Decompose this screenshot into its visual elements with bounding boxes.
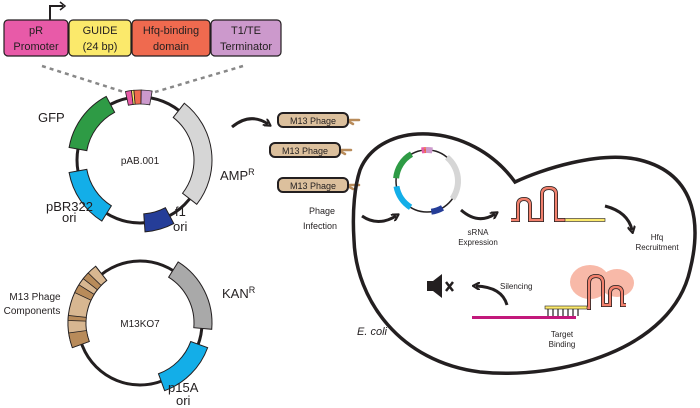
srna-label-1: sRNA [468,228,490,237]
segment-hfq-binding: Hfq-binding domain [131,19,211,57]
segment-terminator-line2: Terminator [220,41,272,53]
hfq-label-1: Hfq [651,233,663,242]
segment-promoter-line2: Promoter [13,41,59,53]
gfp-gene [68,95,116,152]
segment-terminator: T1/TE Terminator [210,19,282,57]
mini-plasmid [393,146,461,215]
hfq-complex [472,265,634,319]
segment-hfq-line1: Hfq-binding [143,25,199,37]
ecoli-label: E. coli [357,326,388,338]
phage-label: M13 Phage [290,116,336,126]
segment-guide-line1: GUIDE [83,25,118,37]
zoom-line-left [41,64,125,94]
ecoli-cell-outline [351,132,697,375]
phage-body [277,112,349,128]
f1-ori [143,207,175,233]
f1-label: f1 [175,204,186,219]
target-label-2: Binding [549,340,576,349]
plasmid2-name: M13KO7 [120,319,160,330]
gfp-label: GFP [38,110,65,125]
phage-label: M13 Phage [282,146,328,156]
m13-component-bands [67,272,102,349]
p15a-label: p15A [168,380,199,395]
segment-promoter: pR Promoter [3,19,69,57]
hfq-label-2: Recruitment [635,243,679,252]
amp-label: AMPR [220,167,255,183]
m13-label: M13 Phage [9,292,61,303]
segment-guide-line2: (24 bp) [83,41,118,53]
m13-band [74,284,95,301]
phage-body [269,142,341,158]
packaging-arrow-icon [231,117,268,129]
srna-label-2: Expression [458,238,498,247]
target-label-1: Target [551,330,574,339]
segment-promoter-line1: pR [29,25,43,37]
silencing-label: Silencing [500,282,532,291]
pbr322-label: pBR322 [46,199,93,214]
m13-phage: M13 Phage [277,112,361,128]
m13-band [68,330,90,349]
phage-infection-label-1: Phage [309,206,335,216]
construct-insert [124,89,153,106]
p15a-ori [157,340,209,392]
muted-speaker-icon [427,274,454,298]
phage-body [277,177,349,193]
phage-label: M13 Phage [290,181,336,191]
amp-gene [172,102,213,206]
m13-band [82,272,102,291]
zoom-line-right [154,64,244,94]
plasmid-m13ko7: M13KO7 M13 Phage Components KANR p15A or… [4,259,256,408]
pbr322-ori [68,168,113,222]
segment-terminator-line1: T1/TE [231,25,261,37]
segment-guide: GUIDE (24 bp) [68,19,132,57]
m13-band [67,315,87,322]
construct-bar: pR Promoter GUIDE (24 bp) Hfq-binding do… [3,1,282,94]
target-mrna [472,316,576,319]
silencing-arrow-icon [476,286,509,306]
plasmid1-name: pAB.001 [121,156,160,167]
kan-label: KANR [222,285,256,301]
p15a-ori-label: ori [176,393,191,408]
phage-infection-label-2: Infection [303,221,337,231]
srna-molecule [511,185,606,222]
plasmid-pab001: pAB.001 GFP AMPR pBR322 ori f1 ori [38,89,255,234]
base-pairs [547,309,579,316]
infection-arrow-icon [361,216,396,223]
guide-strand [544,305,588,310]
m13-phage: M13 Phage [269,142,353,158]
f1-ori-label: ori [173,219,188,234]
segment-hfq-line2: domain [153,41,189,53]
m13-components-label: Components [4,306,61,317]
kan-gene [167,261,213,330]
expression-arrow-icon [460,208,495,221]
m13-phage: M13 Phage [277,177,361,193]
promoter-arrow-icon [49,5,63,20]
recruitment-arrow-icon [604,204,632,230]
pbr322-ori-label: ori [62,210,77,225]
